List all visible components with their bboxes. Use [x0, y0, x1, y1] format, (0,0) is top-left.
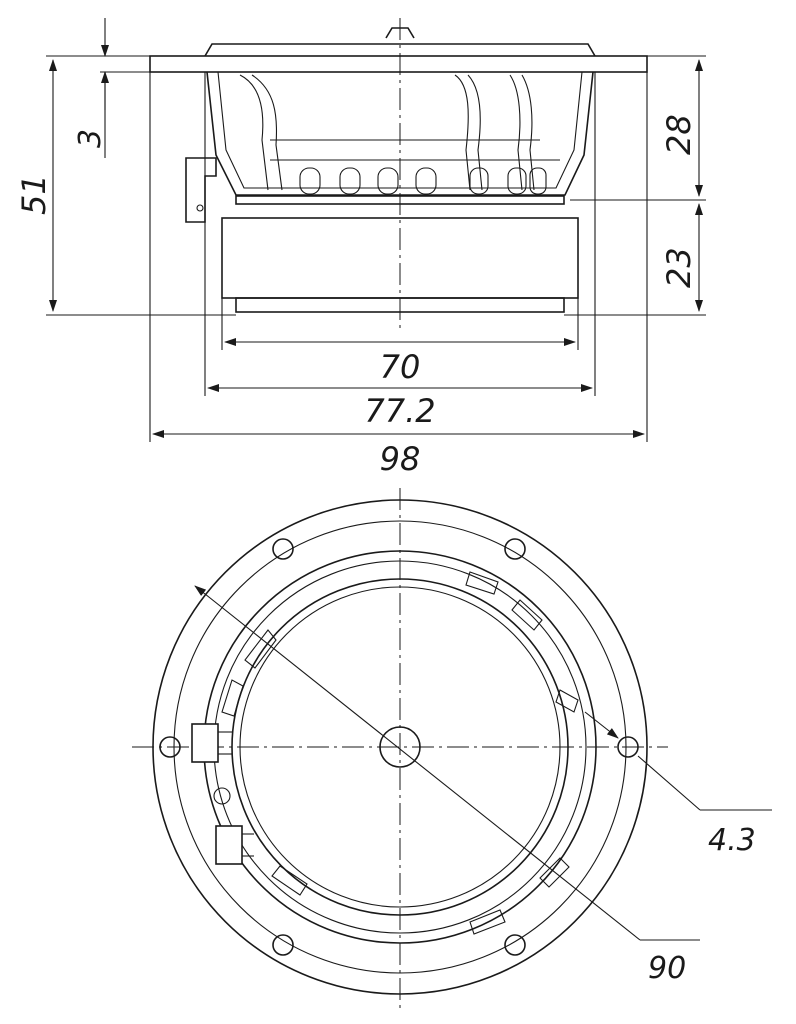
dim-flange-thickness: 3	[73, 129, 108, 148]
dust-cap	[379, 726, 421, 768]
dim-total-depth: 51	[15, 174, 53, 215]
mounting-hole-6	[504, 934, 526, 956]
terminal-upper	[191, 723, 232, 763]
mounting-holes	[159, 538, 639, 956]
terminal-tab	[185, 157, 217, 223]
mounting-hole-5	[272, 934, 294, 956]
basket-inner-frame	[217, 71, 583, 189]
dim-magnet-diameter: 70	[380, 348, 421, 386]
flange-outer-circle	[152, 499, 648, 995]
dim-frame-depth: 28	[660, 114, 698, 155]
dim-flange-width: 98	[380, 440, 421, 478]
dim-4-3-leader	[637, 755, 701, 811]
cone-inner-circle	[239, 586, 561, 908]
dim-frame-diameter: 77.2	[364, 392, 435, 430]
mounting-hole-4	[617, 736, 639, 758]
side-view: 3 51 28 23 70 77.2 98	[15, 18, 706, 478]
mounting-hole-3	[159, 736, 181, 758]
bottom-plate	[235, 297, 565, 313]
basket-rim	[204, 43, 596, 57]
terminal-lower	[215, 825, 254, 865]
bolt-circle	[173, 520, 627, 974]
terminal-rivet	[213, 787, 231, 805]
surround-spokes	[221, 571, 579, 935]
dim-4-3-arrow-in	[584, 711, 619, 739]
vent-slots	[299, 167, 547, 195]
top-plate	[235, 195, 565, 205]
dim-magnet-depth: 23	[660, 247, 698, 288]
cone-outer-circle	[231, 578, 569, 916]
dim-bolt-circle: 90	[648, 951, 686, 986]
top-cap	[385, 27, 415, 39]
mounting-hole-1	[272, 538, 294, 560]
mounting-hole-2	[504, 538, 526, 560]
front-view: 90 4.3	[132, 488, 772, 1010]
mounting-flange	[149, 55, 648, 73]
dim-90-leader	[194, 585, 641, 941]
dim-hole-diameter: 4.3	[708, 823, 756, 858]
basket-frame	[206, 71, 594, 196]
basket-spokes	[239, 74, 535, 191]
